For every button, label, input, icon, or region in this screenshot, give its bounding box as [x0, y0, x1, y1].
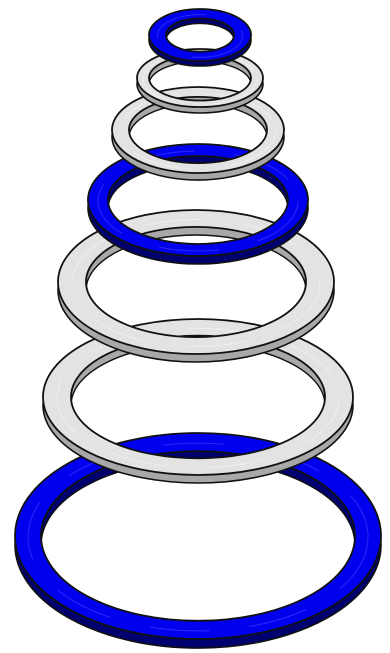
ring-1-top-face: [149, 9, 251, 61]
ring-1-blue: [149, 9, 251, 66]
ring-4-blue: [88, 144, 308, 264]
